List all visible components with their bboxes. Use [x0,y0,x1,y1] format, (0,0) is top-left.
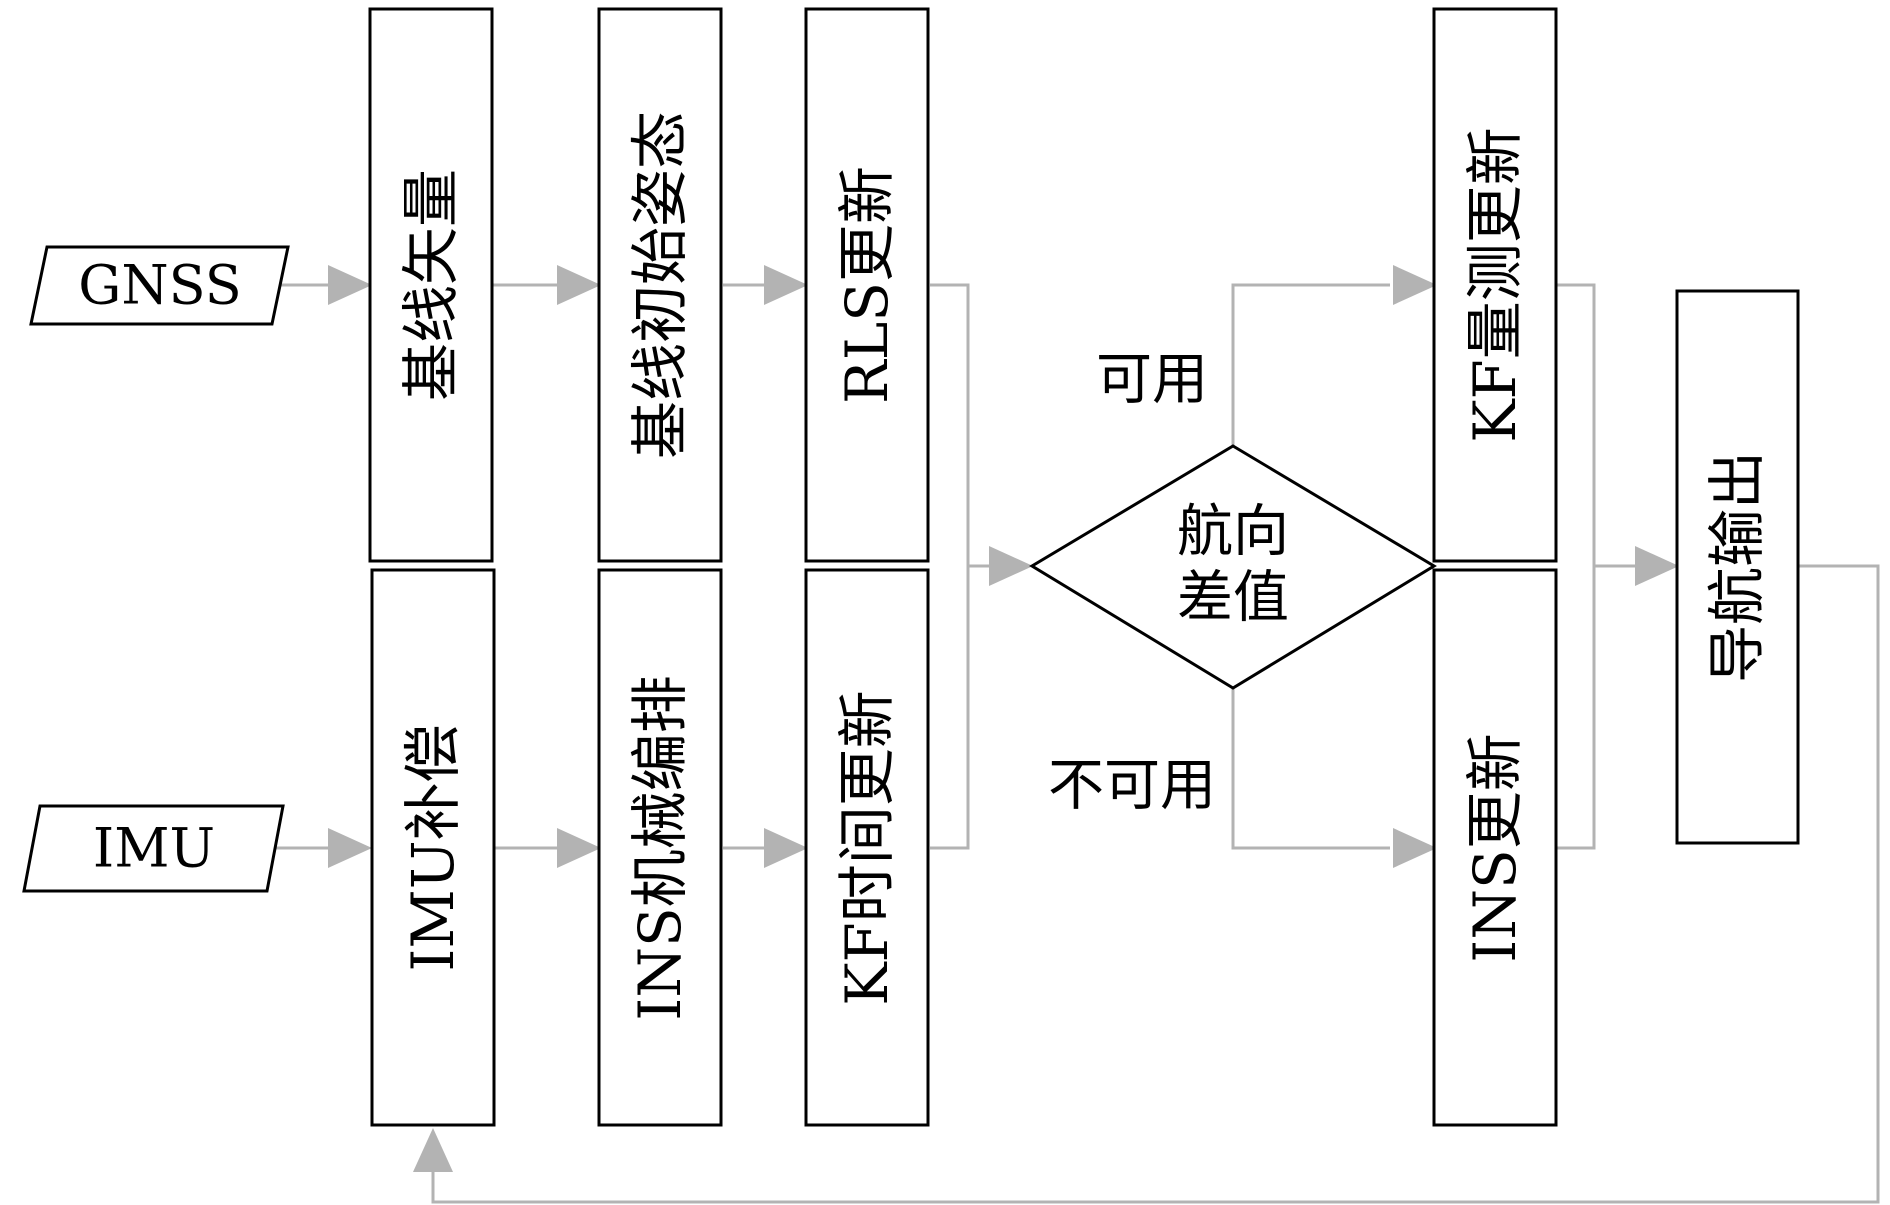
decision-label-line1: 航向 [1177,500,1289,565]
arrowhead [764,265,808,305]
branch-line-available [1231,283,1390,446]
arrowhead [764,828,808,868]
imu-input: IMU [22,804,285,893]
ins-mechanization-box: INS机械编排 [597,568,723,1127]
kf-measurement-update-box: KF量测更新 [1432,7,1558,563]
rls-update-label: RLS更新 [833,166,901,404]
ins-update-box: INS更新 [1432,568,1558,1127]
baseline-vector-label: 基线矢量 [397,169,465,401]
branch-label-available: 可用 [1096,348,1208,413]
decision-label-line2: 差值 [1177,566,1289,631]
arrowhead [989,546,1033,586]
feedback-loop-line [431,564,1880,1204]
gnss-input-label: GNSS [78,254,241,317]
imu-input-label: IMU [93,817,215,880]
ins-mechanization-label: INS机械编排 [626,675,694,1020]
arrowhead [413,1128,453,1172]
baseline-initial-attitude-box: 基线初始姿态 [597,7,723,563]
arrowhead [1393,828,1437,868]
merge-line-to-output [1557,283,1596,850]
branch-line-unavailable [1231,688,1390,850]
imu-compensation-label: IMU补偿 [399,724,467,971]
arrowhead [557,828,601,868]
arrowhead [328,828,372,868]
merge-line-to-decision [930,283,970,850]
navigation-output-box: 导航输出 [1675,289,1800,845]
imu-compensation-box: IMU补偿 [370,568,496,1127]
branch-label-unavailable: 不可用 [1048,754,1216,819]
arrowhead [328,265,372,305]
rls-update-box: RLS更新 [804,7,930,563]
baseline-vector-box: 基线矢量 [368,7,494,563]
kf-time-update-box: KF时间更新 [804,568,930,1127]
kf-measurement-update-label: KF量测更新 [1461,127,1529,443]
gnss-input: GNSS [29,245,290,326]
arrowhead [1393,265,1437,305]
navigation-output-label: 导航输出 [1703,451,1771,683]
ins-update-label: INS更新 [1461,733,1529,962]
baseline-initial-attitude-label: 基线初始姿态 [626,111,694,459]
connectors [272,265,1880,1204]
heading-difference-decision: 航向 差值 [1029,444,1437,690]
arrowhead [1635,546,1679,586]
arrowhead [557,265,601,305]
kf-time-update-label: KF时间更新 [833,690,901,1006]
